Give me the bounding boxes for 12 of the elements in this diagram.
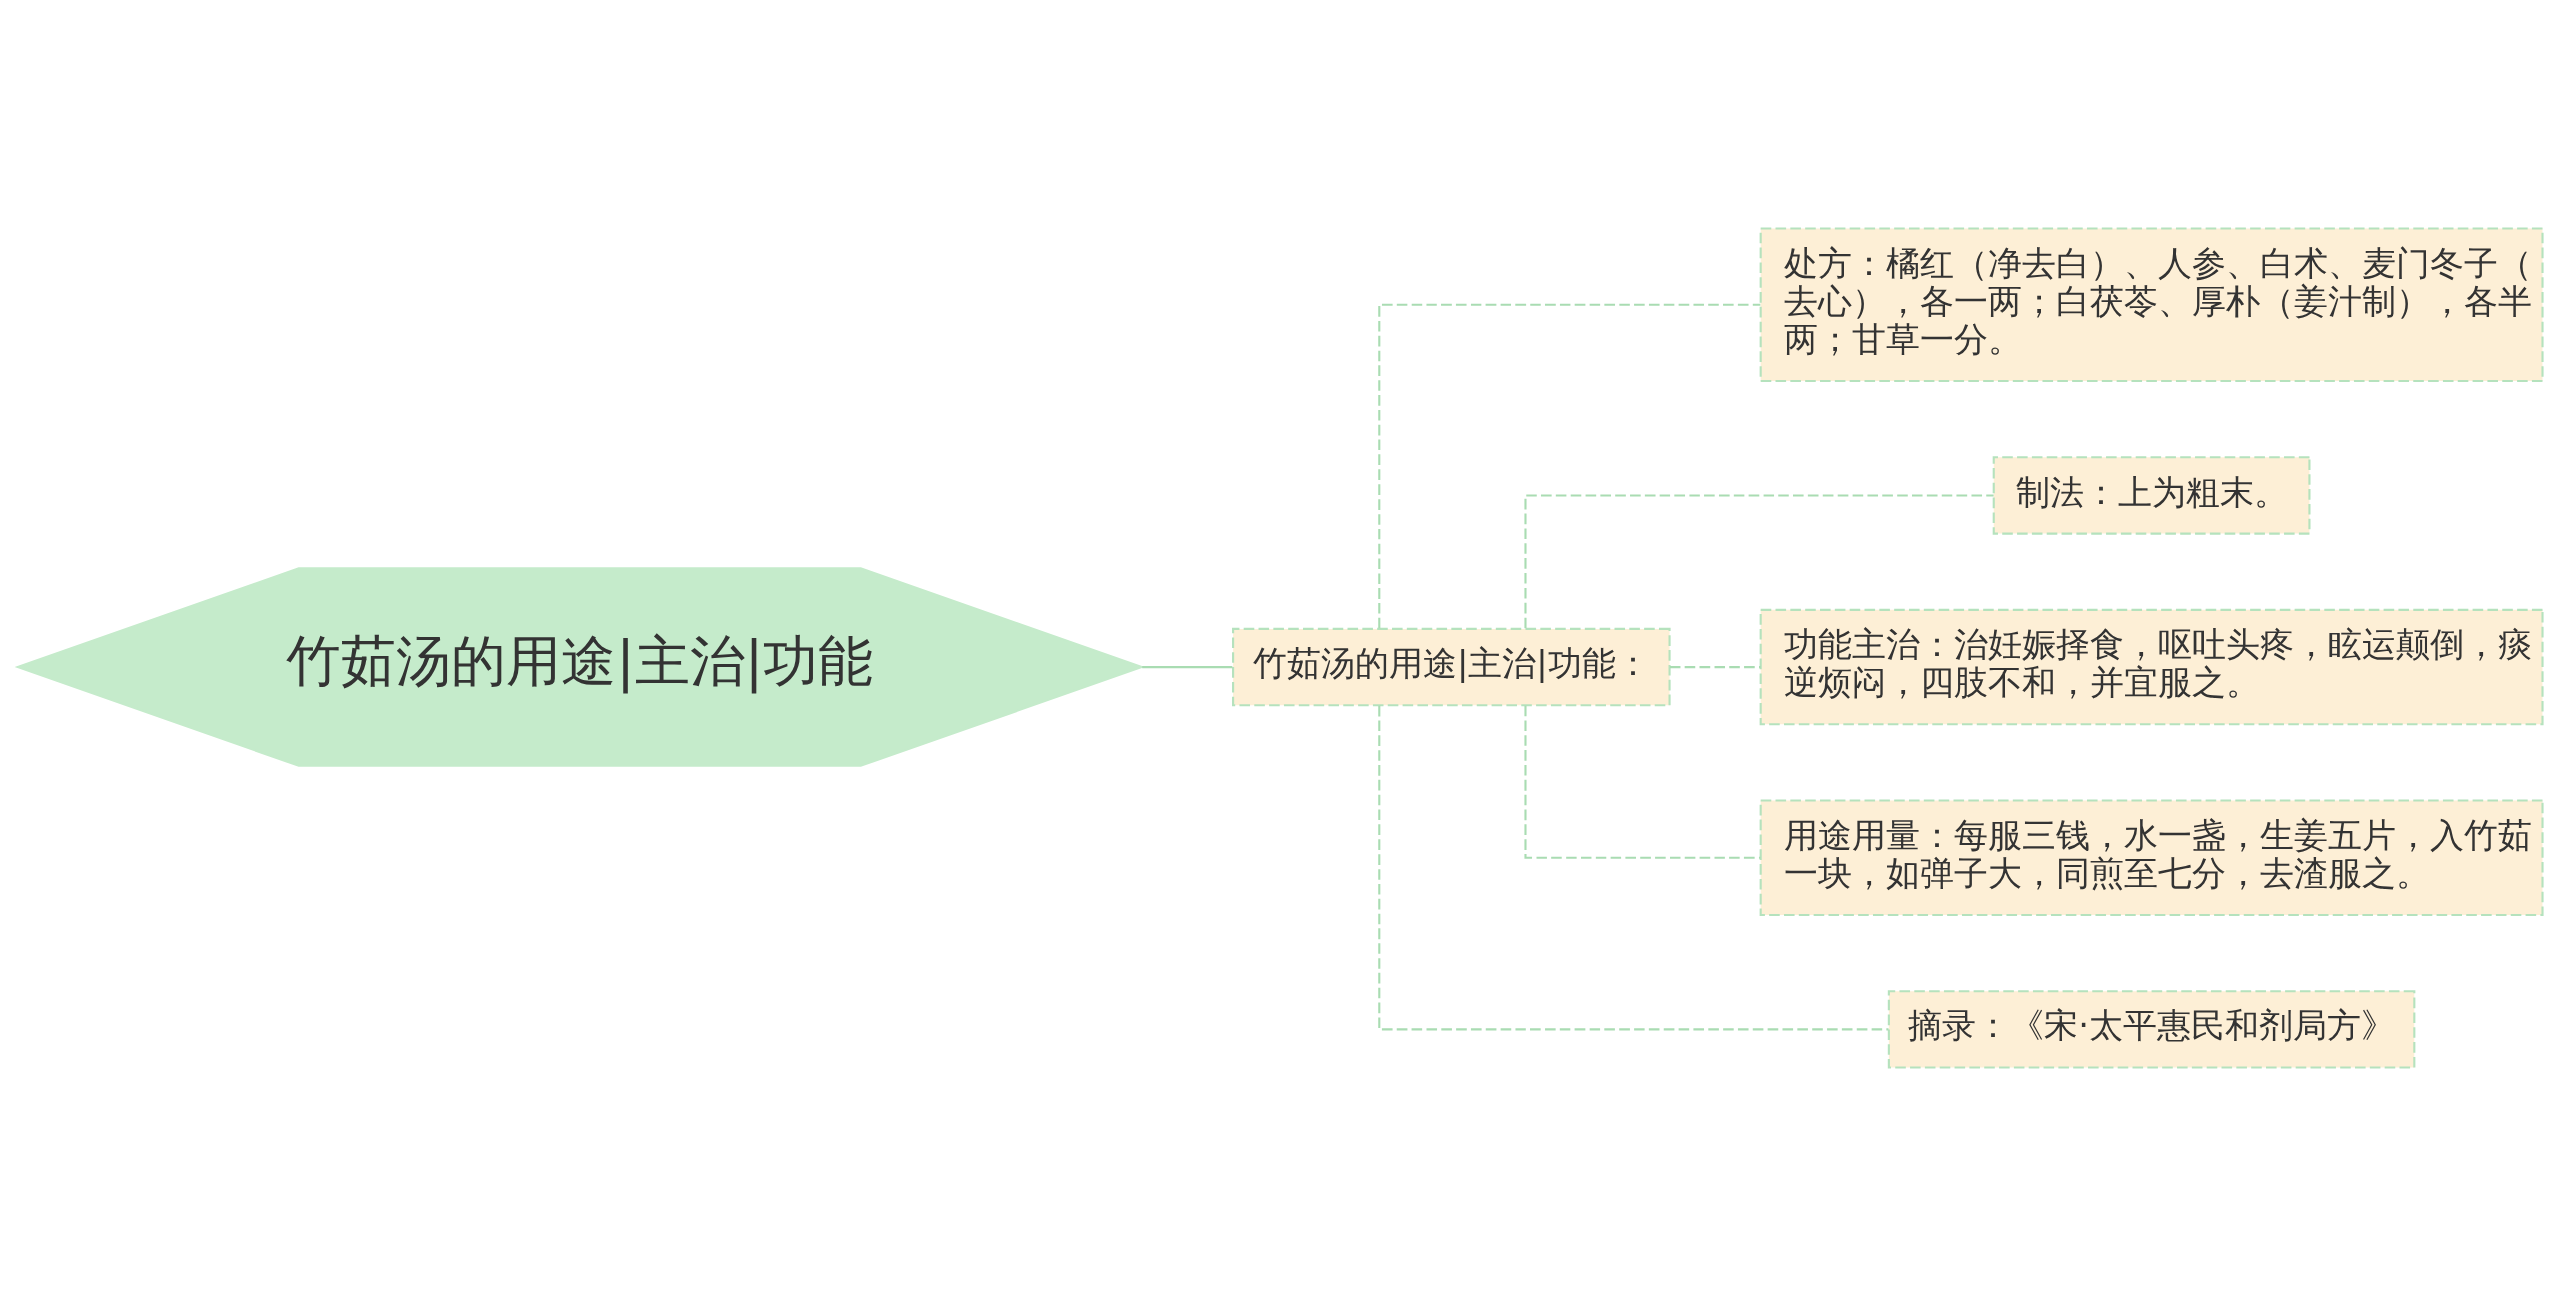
node-box: 制法：上为粗末。 — [1992, 455, 2311, 535]
connector — [1142, 665, 1233, 668]
connector — [1378, 705, 1889, 1030]
node-box: 竹茹汤的用途|主治|功能： — [1232, 627, 1671, 706]
connector — [1378, 303, 1761, 628]
node-box: 功能主治：治妊娠择食，呕吐头疼，眩运颠倒，痰逆烦闷，四肢不和，并宜服之。 — [1759, 608, 2544, 725]
connector — [1524, 705, 1761, 859]
connector — [1524, 493, 1994, 628]
node-box: 处方：橘红（净去白）、人参、白术、麦门冬子（去心），各一两；白茯苓、厚朴（姜汁制），各半两；甘草一分。 — [1759, 226, 2544, 382]
node-box: 用途用量：每服三钱，水一盏，生姜五片，入竹茹一块，如弹子大，同煎至七分，去渣服之。 — [1759, 799, 2544, 916]
connector — [1670, 665, 1761, 668]
node-box: 摘录：《宋·太平惠民和剂局方》 — [1887, 989, 2416, 1069]
